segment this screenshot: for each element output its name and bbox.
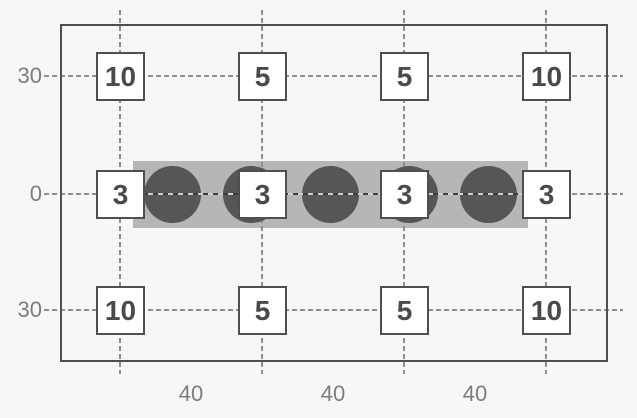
value-square-bottom-1: 10 [96, 286, 145, 335]
bottom-span-label-2: 40 [320, 381, 346, 406]
left-axis-label-bottom: 30 [17, 297, 42, 322]
gridline-horizontal-bottom [44, 309, 623, 311]
bottom-span-label-3: 40 [462, 381, 488, 406]
value-square-top-4: 10 [522, 52, 571, 101]
value-square-bottom-2: 5 [238, 286, 287, 335]
value-square-top-3: 5 [380, 52, 429, 101]
value-square-middle-3: 3 [380, 170, 429, 219]
gridline-horizontal-top [44, 75, 623, 77]
value-square-middle-2: 3 [238, 170, 287, 219]
value-square-top-1: 10 [96, 52, 145, 101]
left-axis-label-top: 30 [17, 63, 42, 88]
value-square-bottom-4: 10 [522, 286, 571, 335]
value-square-middle-1: 3 [96, 170, 145, 219]
value-square-top-2: 5 [238, 52, 287, 101]
band-centerline [133, 193, 528, 195]
left-axis-label-middle: 0 [29, 181, 42, 206]
diagram-frame [60, 24, 608, 362]
value-square-bottom-3: 5 [380, 286, 429, 335]
value-square-middle-4: 3 [522, 170, 571, 219]
bottom-span-label-1: 40 [178, 381, 204, 406]
